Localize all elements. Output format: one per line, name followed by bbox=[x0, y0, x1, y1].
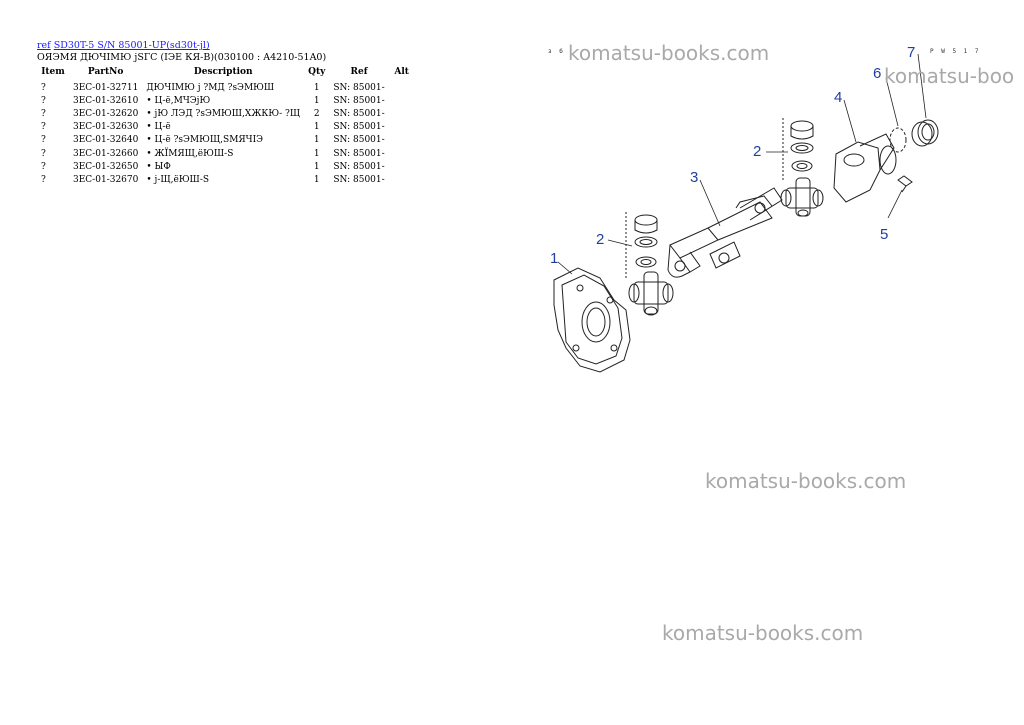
cell-partno: 3EC-01-32640 bbox=[73, 135, 139, 146]
cell-item: ? bbox=[41, 82, 46, 93]
spider-right-drawing bbox=[780, 177, 824, 217]
table-row: ? 3EC-01-32660 • ЖЇМЯЩ,ёЮШ-S 1 SN: 85001- bbox=[37, 147, 415, 160]
watermark-top-right: komatsu-boo bbox=[884, 64, 1015, 88]
cell-partno: 3EC-01-32670 bbox=[73, 174, 139, 185]
cell-partno: 3EC-01-32660 bbox=[73, 148, 139, 159]
cell-qty: 1 bbox=[313, 95, 320, 106]
cell-description: • ЖЇМЯЩ,ёЮШ-S bbox=[146, 148, 234, 159]
cell-description: • Ц-ё,МЧЭjЮ bbox=[146, 95, 211, 106]
col-description: Description bbox=[193, 67, 253, 77]
cell-alt bbox=[389, 94, 415, 107]
cell-partno: 3EC-01-32650 bbox=[73, 161, 139, 172]
cell-partno: 3EC-01-32610 bbox=[73, 95, 139, 106]
cell-qty: 1 bbox=[313, 148, 320, 159]
cell-description: • Ц-ё bbox=[146, 122, 171, 133]
col-ref: Ref bbox=[350, 67, 368, 77]
cell-item: ? bbox=[41, 148, 46, 159]
table-row: ? 3EC-01-32650 • ЫФ 1 SN: 85001- bbox=[37, 160, 415, 173]
table-header-row: Item PartNo Description Qty Ref Alt bbox=[37, 66, 415, 81]
callout-labels: 1 2 3 2 4 5 6 7 bbox=[550, 44, 915, 267]
cell-qty: 1 bbox=[313, 82, 320, 93]
shaft-yoke-drawing bbox=[667, 187, 783, 278]
cell-alt bbox=[389, 160, 415, 173]
cell-ref: SN: 85001- bbox=[333, 95, 385, 106]
cell-alt bbox=[389, 134, 415, 147]
callout-2-right: 2 bbox=[753, 143, 761, 160]
callout-4: 4 bbox=[834, 89, 842, 106]
cell-description: • j-Щ,ёЮШ-S bbox=[146, 174, 210, 185]
cell-qty: 1 bbox=[313, 122, 320, 133]
parts-table: Item PartNo Description Qty Ref Alt ? 3EC… bbox=[37, 66, 415, 187]
cell-qty: 2 bbox=[313, 108, 320, 119]
bearing-stack-left-drawing bbox=[625, 212, 658, 280]
cell-alt bbox=[389, 81, 415, 94]
cell-item: ? bbox=[41, 95, 46, 106]
bearing-stack-right-drawing bbox=[782, 118, 814, 180]
cell-item: ? bbox=[41, 174, 46, 185]
cell-item: ? bbox=[41, 122, 46, 133]
callout-5: 5 bbox=[880, 226, 888, 243]
page-header: ref SD30T-5 S/N 85001-UP(sd30t-jl) ОЯЭМЯ… bbox=[37, 40, 326, 64]
seal-drawing bbox=[911, 119, 939, 147]
callout-1: 1 bbox=[550, 250, 558, 267]
snap-ring-drawing bbox=[889, 127, 907, 153]
table-row: ? 3EC-01-32620 • jЮ ЛЭД ?sЭМЮШ,ХЖКЮ- ?Щ 2 SN… bbox=[37, 107, 415, 120]
callout-7: 7 bbox=[907, 44, 915, 61]
diagram-corner-mark-left: з б bbox=[548, 48, 565, 55]
cell-ref: SN: 85001- bbox=[333, 108, 385, 119]
cell-ref: SN: 85001- bbox=[333, 135, 385, 146]
leader-lines bbox=[557, 53, 927, 275]
cell-alt bbox=[389, 107, 415, 120]
cell-alt bbox=[389, 121, 415, 134]
table-row: ? 3EC-01-32640 • Ц-ё ?sЭМЮЩ,SМЯЧIЭ 1 SN: 850… bbox=[37, 134, 415, 147]
callout-3: 3 bbox=[690, 169, 698, 186]
cell-qty: 1 bbox=[313, 135, 320, 146]
breadcrumb: ref SD30T-5 S/N 85001-UP(sd30t-jl) bbox=[37, 40, 326, 52]
col-partno: PartNo bbox=[87, 67, 124, 77]
cell-description: • ЫФ bbox=[146, 161, 171, 172]
cell-ref: SN: 85001- bbox=[333, 82, 385, 93]
watermark-top: komatsu-books.com bbox=[568, 41, 770, 65]
cell-ref: SN: 85001- bbox=[333, 148, 385, 159]
cell-partno: 3EC-01-32711 bbox=[73, 82, 139, 93]
table-row: ? 3EC-01-32670 • j-Щ,ёЮШ-S 1 SN: 85001- bbox=[37, 173, 415, 186]
table-row: ? 3EC-01-32711 ДЮЧIМЮ j ?МД ?sЭМЮШ 1 SN: 850… bbox=[37, 81, 415, 94]
spider-left-drawing bbox=[628, 271, 674, 316]
cell-partno: 3EC-01-32630 bbox=[73, 122, 139, 133]
col-item: Item bbox=[41, 67, 65, 77]
cell-description: • Ц-ё ?sЭМЮЩ,SМЯЧIЭ bbox=[146, 135, 264, 146]
table-row: ? 3EC-01-32610 • Ц-ё,МЧЭjЮ 1 SN: 85001- bbox=[37, 94, 415, 107]
callout-2-left: 2 bbox=[596, 231, 604, 248]
watermark-bottom: komatsu-books.com bbox=[662, 621, 864, 645]
cell-description: • jЮ ЛЭД ?sЭМЮШ,ХЖКЮ- ?Щ bbox=[146, 108, 301, 119]
cell-ref: SN: 85001- bbox=[333, 122, 385, 133]
flange-plate-drawing bbox=[553, 267, 631, 373]
cell-item: ? bbox=[41, 135, 46, 146]
cell-item: ? bbox=[41, 161, 46, 172]
table-row: ? 3EC-01-32630 • Ц-ё 1 SN: 85001- bbox=[37, 121, 415, 134]
watermark-middle: komatsu-books.com bbox=[705, 469, 907, 493]
assembly-title: ОЯЭМЯ ДЮЧIМЮ jSГС (IЭЕ КЯ-B)(030100 : A4… bbox=[37, 52, 327, 63]
diagram-figure-code: P W 5 1 7 bbox=[930, 48, 981, 55]
cell-description: ДЮЧIМЮ j ?МД ?sЭМЮШ bbox=[146, 82, 275, 93]
cell-alt bbox=[389, 173, 415, 186]
ref-link[interactable]: ref bbox=[37, 40, 51, 51]
grease-nipple-drawing bbox=[897, 175, 913, 193]
cell-qty: 1 bbox=[313, 174, 320, 185]
cell-item: ? bbox=[41, 108, 46, 119]
cell-ref: SN: 85001- bbox=[333, 161, 385, 172]
col-alt: Alt bbox=[394, 67, 409, 77]
cell-ref: SN: 85001- bbox=[333, 174, 385, 185]
cell-partno: 3EC-01-32620 bbox=[73, 108, 139, 119]
cell-qty: 1 bbox=[313, 161, 320, 172]
end-yoke-drawing bbox=[833, 133, 897, 203]
cell-alt bbox=[389, 147, 415, 160]
col-qty: Qty bbox=[308, 67, 326, 77]
callout-6: 6 bbox=[873, 65, 881, 82]
model-link[interactable]: SD30T-5 S/N 85001-UP(sd30t-jl) bbox=[53, 40, 210, 51]
exploded-parts-diagram: 1 2 3 2 4 5 6 7 bbox=[550, 44, 939, 373]
